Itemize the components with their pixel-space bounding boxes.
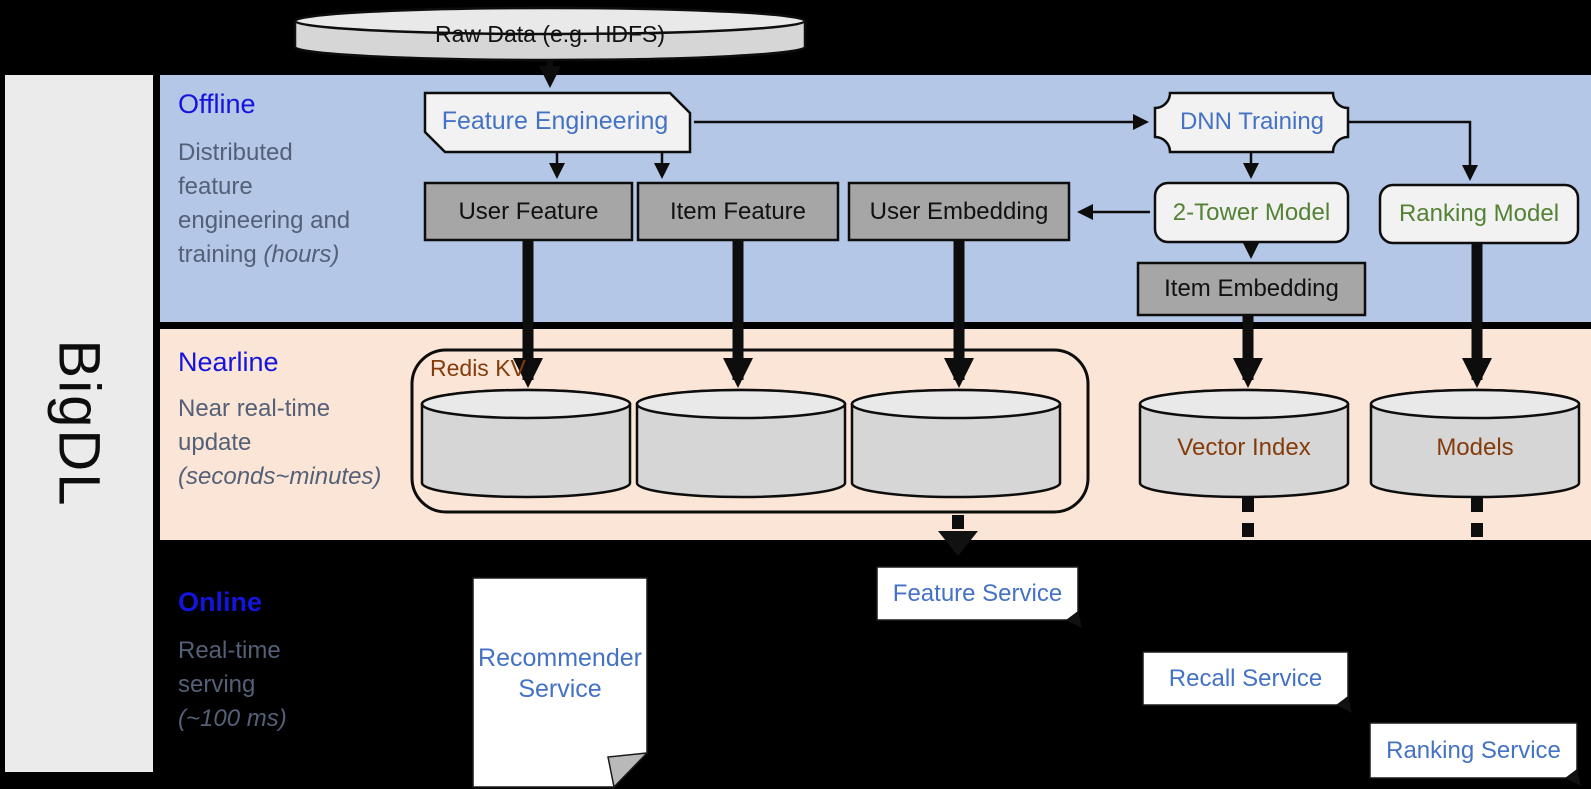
arrow-dnn-to-ranking-model [1348, 120, 1478, 181]
ranking-service-box [1369, 722, 1581, 786]
feature-engineering-label: Feature Engineering [441, 107, 669, 136]
two-tower-model-box [1153, 181, 1350, 244]
dashed-arrow-redis-to-feature-service [938, 515, 978, 556]
online-section-description: Real-time serving (~100 ms) [178, 634, 318, 754]
redis-cylinder-1 [420, 388, 632, 499]
item-embedding-label: Item Embedding [1164, 275, 1339, 302]
redis-cylinder-2 [635, 388, 847, 499]
item-feature-label: Item Feature [669, 197, 807, 225]
online-description-text: Real-time serving [178, 637, 281, 699]
vector-index-cylinder [1138, 388, 1350, 499]
offline-duration-text: (hours) [263, 241, 340, 269]
dnn-training-shape [1153, 91, 1350, 154]
bigdl-brand-bar: BigDL [5, 75, 153, 772]
feature-engineering-shape [423, 91, 692, 154]
user-feature-label: User Feature [458, 197, 599, 225]
feature-service-label: Feature Service [892, 579, 1063, 607]
recommender-service-doc [472, 577, 649, 789]
models-cylinder [1369, 388, 1581, 499]
nearline-description-text: Near real-time update [178, 395, 331, 457]
user-embedding-label: User Embedding [869, 197, 1049, 225]
dnn-training-label: DNN Training [1179, 108, 1325, 135]
two-tower-model-label: 2-Tower Model [1172, 198, 1331, 226]
offline-description-text: Distributed feature engineering and trai… [178, 139, 351, 269]
recall-service-box [1142, 651, 1352, 713]
offline-section-label: Offline [178, 89, 256, 119]
raw-data-label: Raw Data (e.g. HDFS) [434, 20, 666, 47]
redis-kv-container [410, 348, 1090, 514]
vector-index-label: Vector Index [1177, 434, 1311, 461]
raw-data-cylinder [293, 6, 807, 62]
offline-section-description: Distributed feature engineering and trai… [178, 136, 366, 276]
online-duration-text: (~100 ms) [178, 705, 287, 733]
redis-kv-label: Redis KV [430, 355, 526, 381]
redis-cylinder-3 [850, 388, 1062, 499]
nearline-duration-text: (seconds~minutes) [178, 463, 382, 491]
recall-service-label: Recall Service [1168, 664, 1323, 692]
recommender-service-label: Recommender Service [478, 643, 642, 703]
ranking-model-label: Ranking Model [1398, 200, 1560, 227]
models-label: Models [1436, 434, 1514, 461]
feature-service-box [876, 566, 1082, 628]
user-feature-box [423, 181, 634, 242]
nearline-section-label: Nearline [178, 347, 279, 377]
ranking-service-label: Ranking Service [1386, 736, 1561, 764]
nearline-section-description: Near real-time update (seconds~minutes) [178, 392, 383, 512]
online-section-label: Online [178, 587, 263, 617]
